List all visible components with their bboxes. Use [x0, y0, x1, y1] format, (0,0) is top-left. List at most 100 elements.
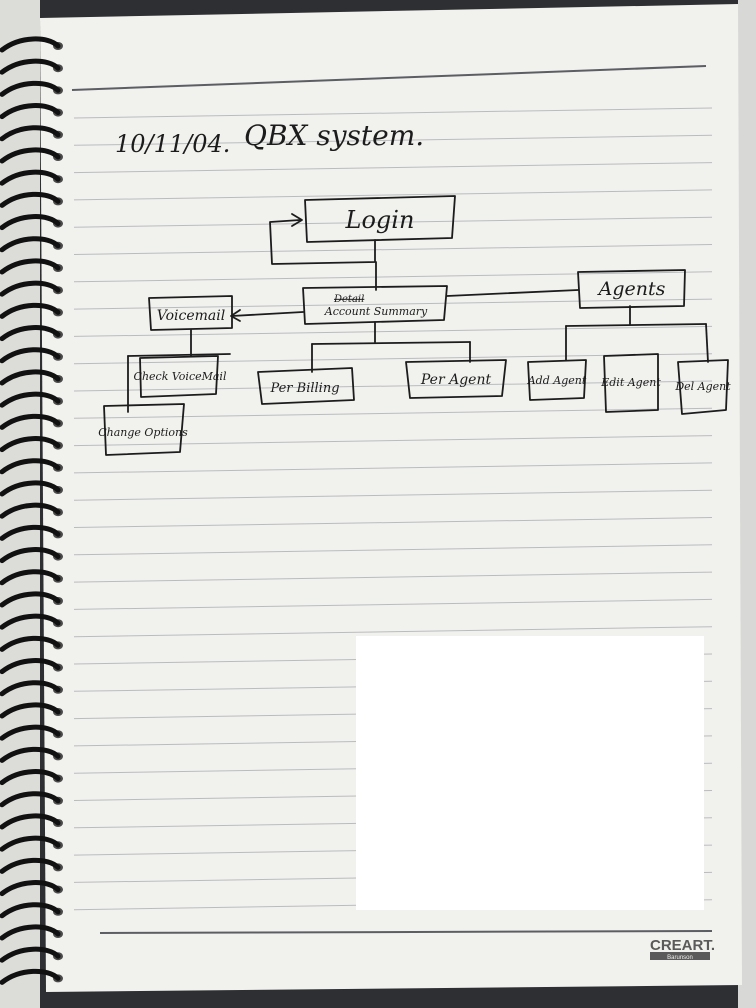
login-label: Login [345, 206, 415, 234]
change-options-box [103, 403, 185, 456]
bottom-rule [99, 930, 713, 934]
ruled-line [73, 244, 713, 255]
summary-branch-line [311, 341, 471, 345]
spiral-ring [0, 369, 61, 386]
ruled-line [73, 298, 713, 310]
spiral-ring [0, 813, 61, 830]
ruled-line [73, 489, 713, 501]
voicemail-box [148, 295, 233, 331]
page-edge [738, 0, 756, 1008]
spiral-ring [0, 169, 61, 186]
spiral-ring [0, 347, 61, 364]
spiral-ring [0, 325, 61, 342]
flowchart [103, 195, 729, 456]
add-agent-box [527, 359, 587, 401]
del-agent-box [677, 359, 729, 415]
summary-to-voicemail-arrowhead [230, 309, 241, 322]
ruled-line [73, 325, 713, 337]
edit-agent-label: Edit Agent [600, 376, 661, 389]
edit-agent-box [603, 353, 659, 413]
page-title: QBX system. [244, 119, 424, 152]
spiral-ring [0, 702, 61, 719]
voicemail-label: Voicemail [157, 308, 225, 324]
spiral-ring [0, 214, 61, 231]
voicemail-branch-line [127, 353, 231, 357]
spiral-ring [0, 280, 61, 297]
del-agent-label: Del Agent [674, 380, 731, 393]
account-summary-label: Account Summary [324, 305, 428, 318]
spiral-ring [0, 547, 61, 564]
login-loop-arrowhead [291, 213, 303, 227]
spiral-ring [0, 458, 61, 475]
brand-sub-bar [650, 952, 710, 960]
change-options-label: Change Options [98, 426, 188, 439]
top-rule [71, 65, 707, 91]
spiral-ring [0, 302, 61, 319]
spiral-ring [0, 480, 61, 497]
check-voicemail-box [139, 355, 219, 398]
spiral-ring [0, 724, 61, 741]
spiral-ring [0, 924, 61, 941]
ruled-line [73, 626, 713, 638]
spiral-ring [0, 191, 61, 208]
spiral-ring [0, 613, 61, 630]
per-agent-box [405, 359, 507, 399]
spiral-ring [0, 902, 61, 919]
check-voicemail-label: Check VoiceMail [134, 370, 227, 383]
agents-label: Agents [597, 278, 666, 300]
account-summary-struck-label: Detail [333, 294, 364, 305]
spiral-ring [0, 569, 61, 586]
brand-sub: Barunson [667, 955, 693, 961]
summary-to-agents-line [446, 289, 579, 297]
spiral-ring [0, 502, 61, 519]
ruled-line [73, 189, 713, 201]
brand-logo: CREART. [650, 937, 715, 954]
per-agent-label: Per Agent [420, 372, 492, 388]
spiral-ring [0, 236, 61, 253]
spiral-ring [0, 80, 61, 97]
ruled-line [73, 517, 713, 528]
spiral-ring [0, 857, 61, 874]
spiral-ring [0, 835, 61, 852]
spiral-ring [0, 946, 61, 963]
agents-box [577, 269, 686, 309]
account-summary-box [302, 285, 448, 325]
login-box [304, 195, 456, 243]
per-billing-label: Per Billing [269, 381, 339, 396]
ruled-line [73, 134, 713, 146]
ruled-line [73, 598, 713, 610]
summary-to-voicemail-line [231, 311, 304, 317]
add-agent-label: Add Agent [527, 374, 587, 387]
redaction-block [356, 636, 704, 910]
spiral-ring [0, 680, 61, 697]
spiral-ring [0, 391, 61, 408]
login-loop-arrow [269, 219, 376, 265]
ruled-line [73, 162, 713, 174]
spiral-ring [0, 103, 61, 120]
spiral-ring [0, 769, 61, 786]
spiral-ring [0, 125, 61, 142]
ruled-line [73, 107, 713, 119]
spiral-ring [0, 591, 61, 608]
spiral-ring [0, 258, 61, 275]
ruled-line [73, 271, 713, 283]
spiral-ring [0, 658, 61, 675]
spiral-ring [0, 436, 61, 453]
spiral-ring [0, 880, 61, 897]
page-date: 10/11/04. [115, 130, 230, 158]
spiral-ring [0, 746, 61, 763]
spiral-ring [0, 413, 61, 430]
ruled-line [73, 571, 713, 583]
agents-right-branch [705, 323, 709, 363]
spiral-ring [0, 524, 61, 541]
ruled-line [73, 544, 713, 556]
spiral-ring [0, 791, 61, 808]
spiral-ring [0, 968, 61, 985]
spiral-binding [0, 36, 63, 985]
ruled-line [73, 462, 713, 474]
agents-branch-line [565, 323, 707, 327]
spiral-ring [0, 147, 61, 164]
ruled-line [73, 216, 713, 228]
spiral-ring [0, 58, 61, 75]
spiral-ring [0, 635, 61, 652]
